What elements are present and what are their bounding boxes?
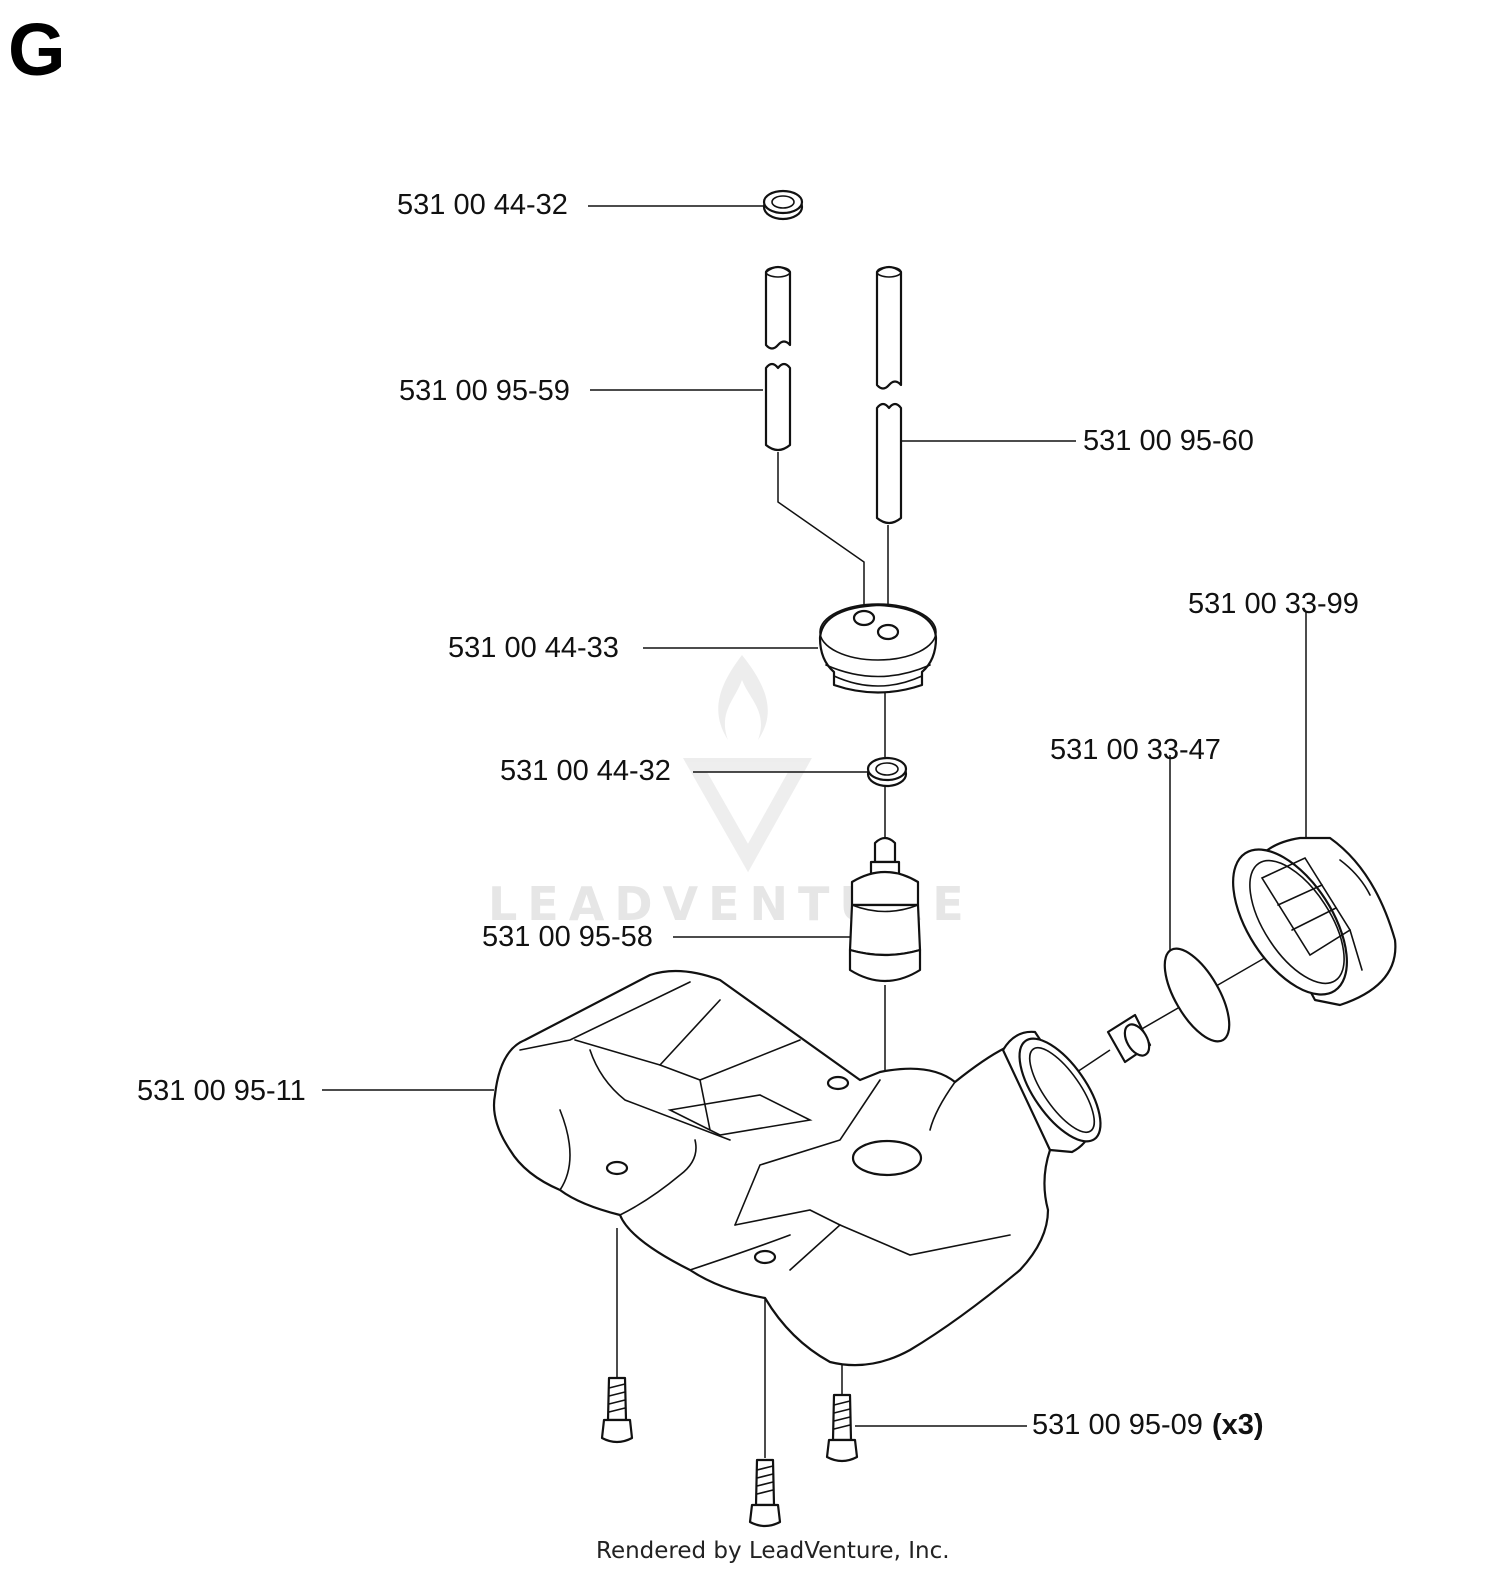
leader-lines — [322, 205, 1307, 1458]
label-grommet: 531 00 44-33 — [448, 632, 619, 664]
label-screw: 531 00 95-09 (x3) — [1032, 1409, 1264, 1441]
label-fuel-cap: 531 00 33-99 — [1188, 588, 1359, 620]
label-fuel-tank: 531 00 95-11 — [137, 1075, 306, 1107]
label-fuel-hose-2: 531 00 95-60 — [1083, 425, 1254, 457]
grommet-part — [818, 603, 938, 694]
vent-valve-part — [1106, 947, 1231, 1064]
label-vent-valve: 531 00 33-47 — [1050, 734, 1221, 766]
screw-center-part — [748, 1458, 782, 1528]
fuel-cap-part — [1232, 836, 1397, 1007]
washer-mid-part — [866, 756, 908, 788]
fuel-tank-part — [492, 969, 1102, 1367]
washer-top-part — [762, 189, 804, 221]
screw-left-part — [600, 1376, 634, 1444]
label-fuel-filter: 531 00 95-58 — [482, 921, 653, 953]
fuel-hose-1-part — [764, 265, 792, 452]
label-screw-part-no: 531 00 95-09 — [1032, 1409, 1203, 1441]
section-letter: G — [8, 8, 66, 91]
label-screw-qty: (x3) — [1212, 1409, 1264, 1441]
label-washer-top: 531 00 44-32 — [397, 189, 568, 221]
fuel-filter-part — [848, 836, 922, 982]
label-washer-mid: 531 00 44-32 — [500, 755, 671, 787]
label-fuel-hose-1: 531 00 95-59 — [399, 375, 570, 407]
watermark-logo — [682, 655, 812, 873]
screw-right-part — [825, 1393, 859, 1463]
fuel-hose-2-part — [875, 265, 903, 525]
footer-credit: Rendered by LeadVenture, Inc. — [596, 1538, 950, 1564]
